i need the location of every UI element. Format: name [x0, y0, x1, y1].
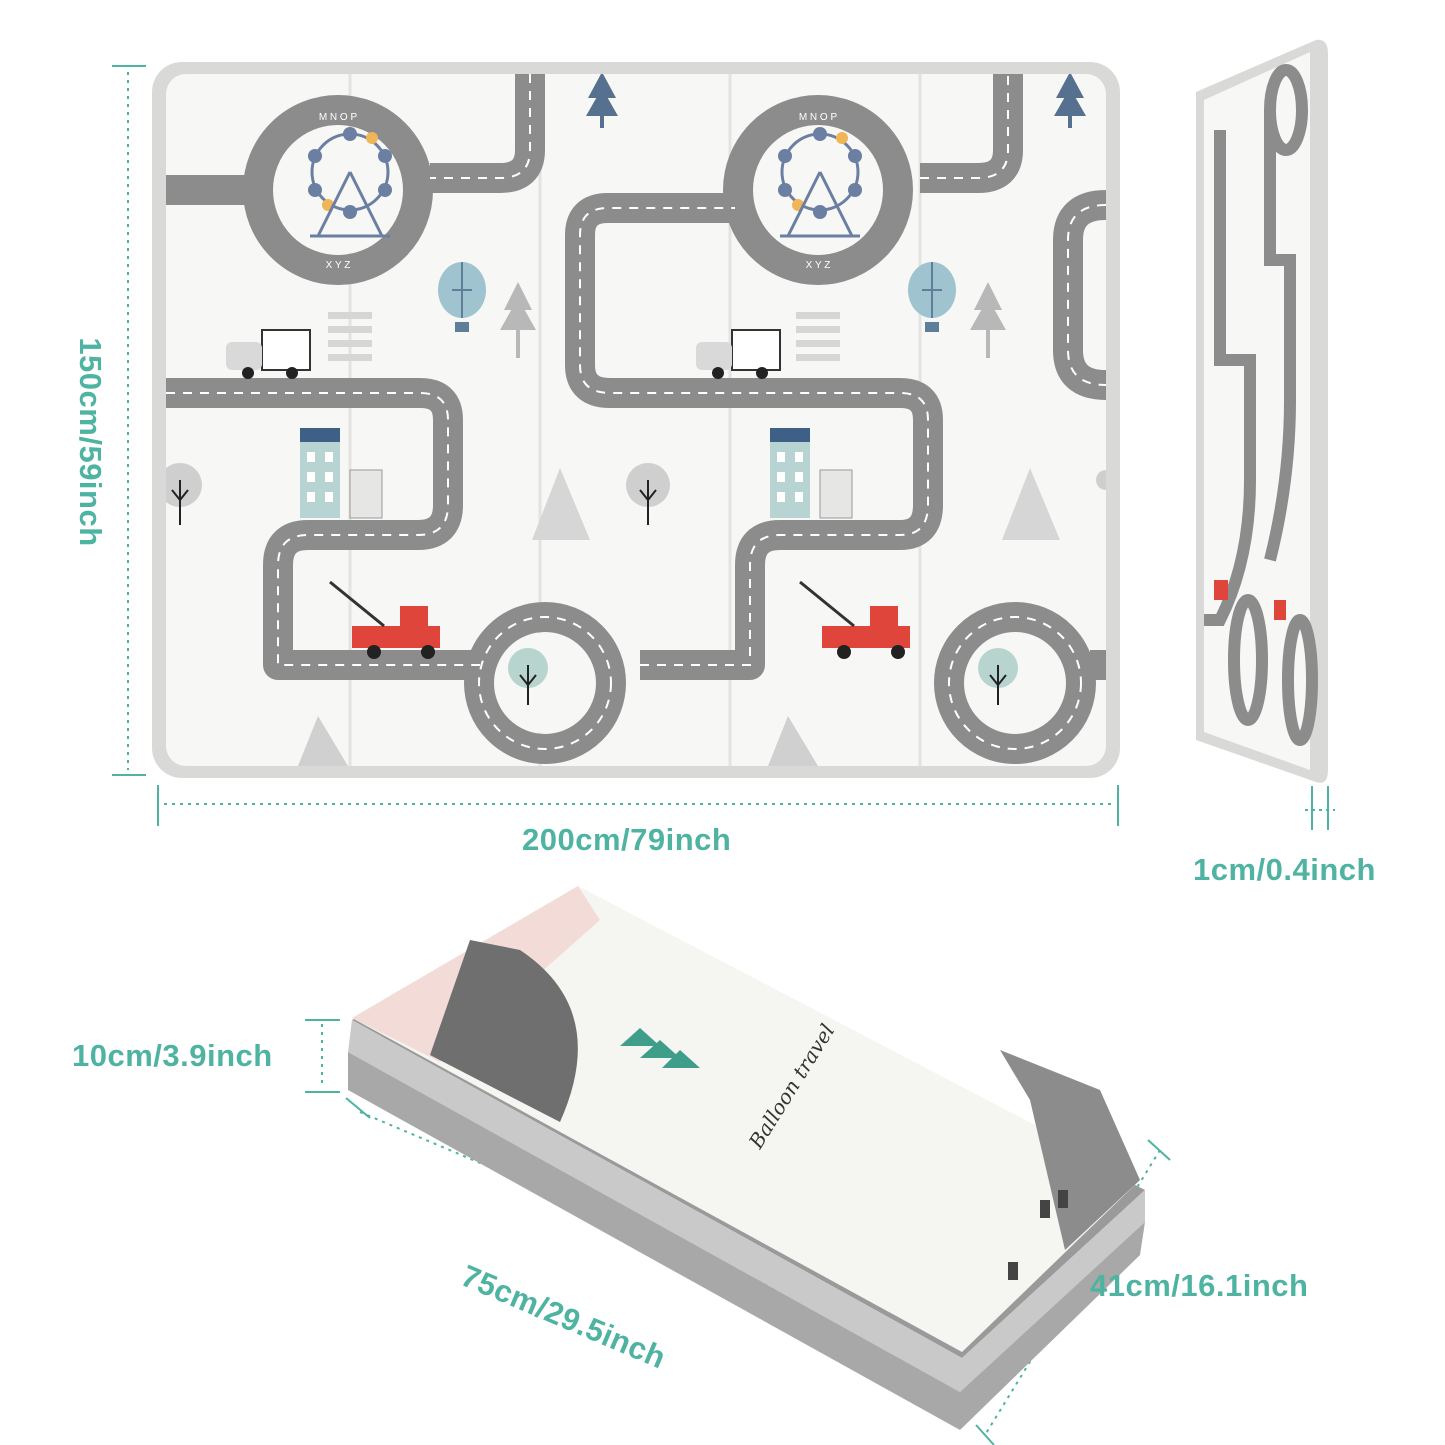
svg-text:X Y Z: X Y Z [326, 260, 351, 271]
svg-text:M N O P: M N O P [799, 112, 838, 123]
folded-play-mat: Balloon travel [348, 886, 1145, 1430]
truck-icon [226, 329, 311, 379]
hot-air-balloon-icon [438, 262, 486, 332]
hot-air-balloon-icon [908, 262, 956, 332]
building-icon [300, 428, 383, 519]
folded-height-dimension-label: 10cm/3.9inch [72, 1038, 273, 1073]
folded-width-dimension-label: 41cm/16.1inch [1090, 1268, 1309, 1303]
crane-truck-icon [329, 580, 440, 659]
svg-text:M N O P: M N O P [319, 112, 358, 123]
ferris-wheel-icon [778, 127, 862, 238]
crane-truck-icon [799, 580, 910, 659]
width-dimension-label: 150cm/59inch [73, 337, 108, 547]
building-icon [770, 428, 853, 519]
thickness-dimension-label: 1cm/0.4inch [1193, 852, 1376, 887]
play-mat-side-view [1196, 39, 1328, 783]
length-dimension-label: 200cm/79inch [522, 822, 732, 857]
svg-text:X Y Z: X Y Z [806, 260, 831, 271]
truck-icon [696, 329, 781, 379]
ferris-wheel-icon [308, 127, 392, 238]
play-mat-top-view: M N O P M N O P X Y Z X Y Z [152, 62, 1120, 778]
